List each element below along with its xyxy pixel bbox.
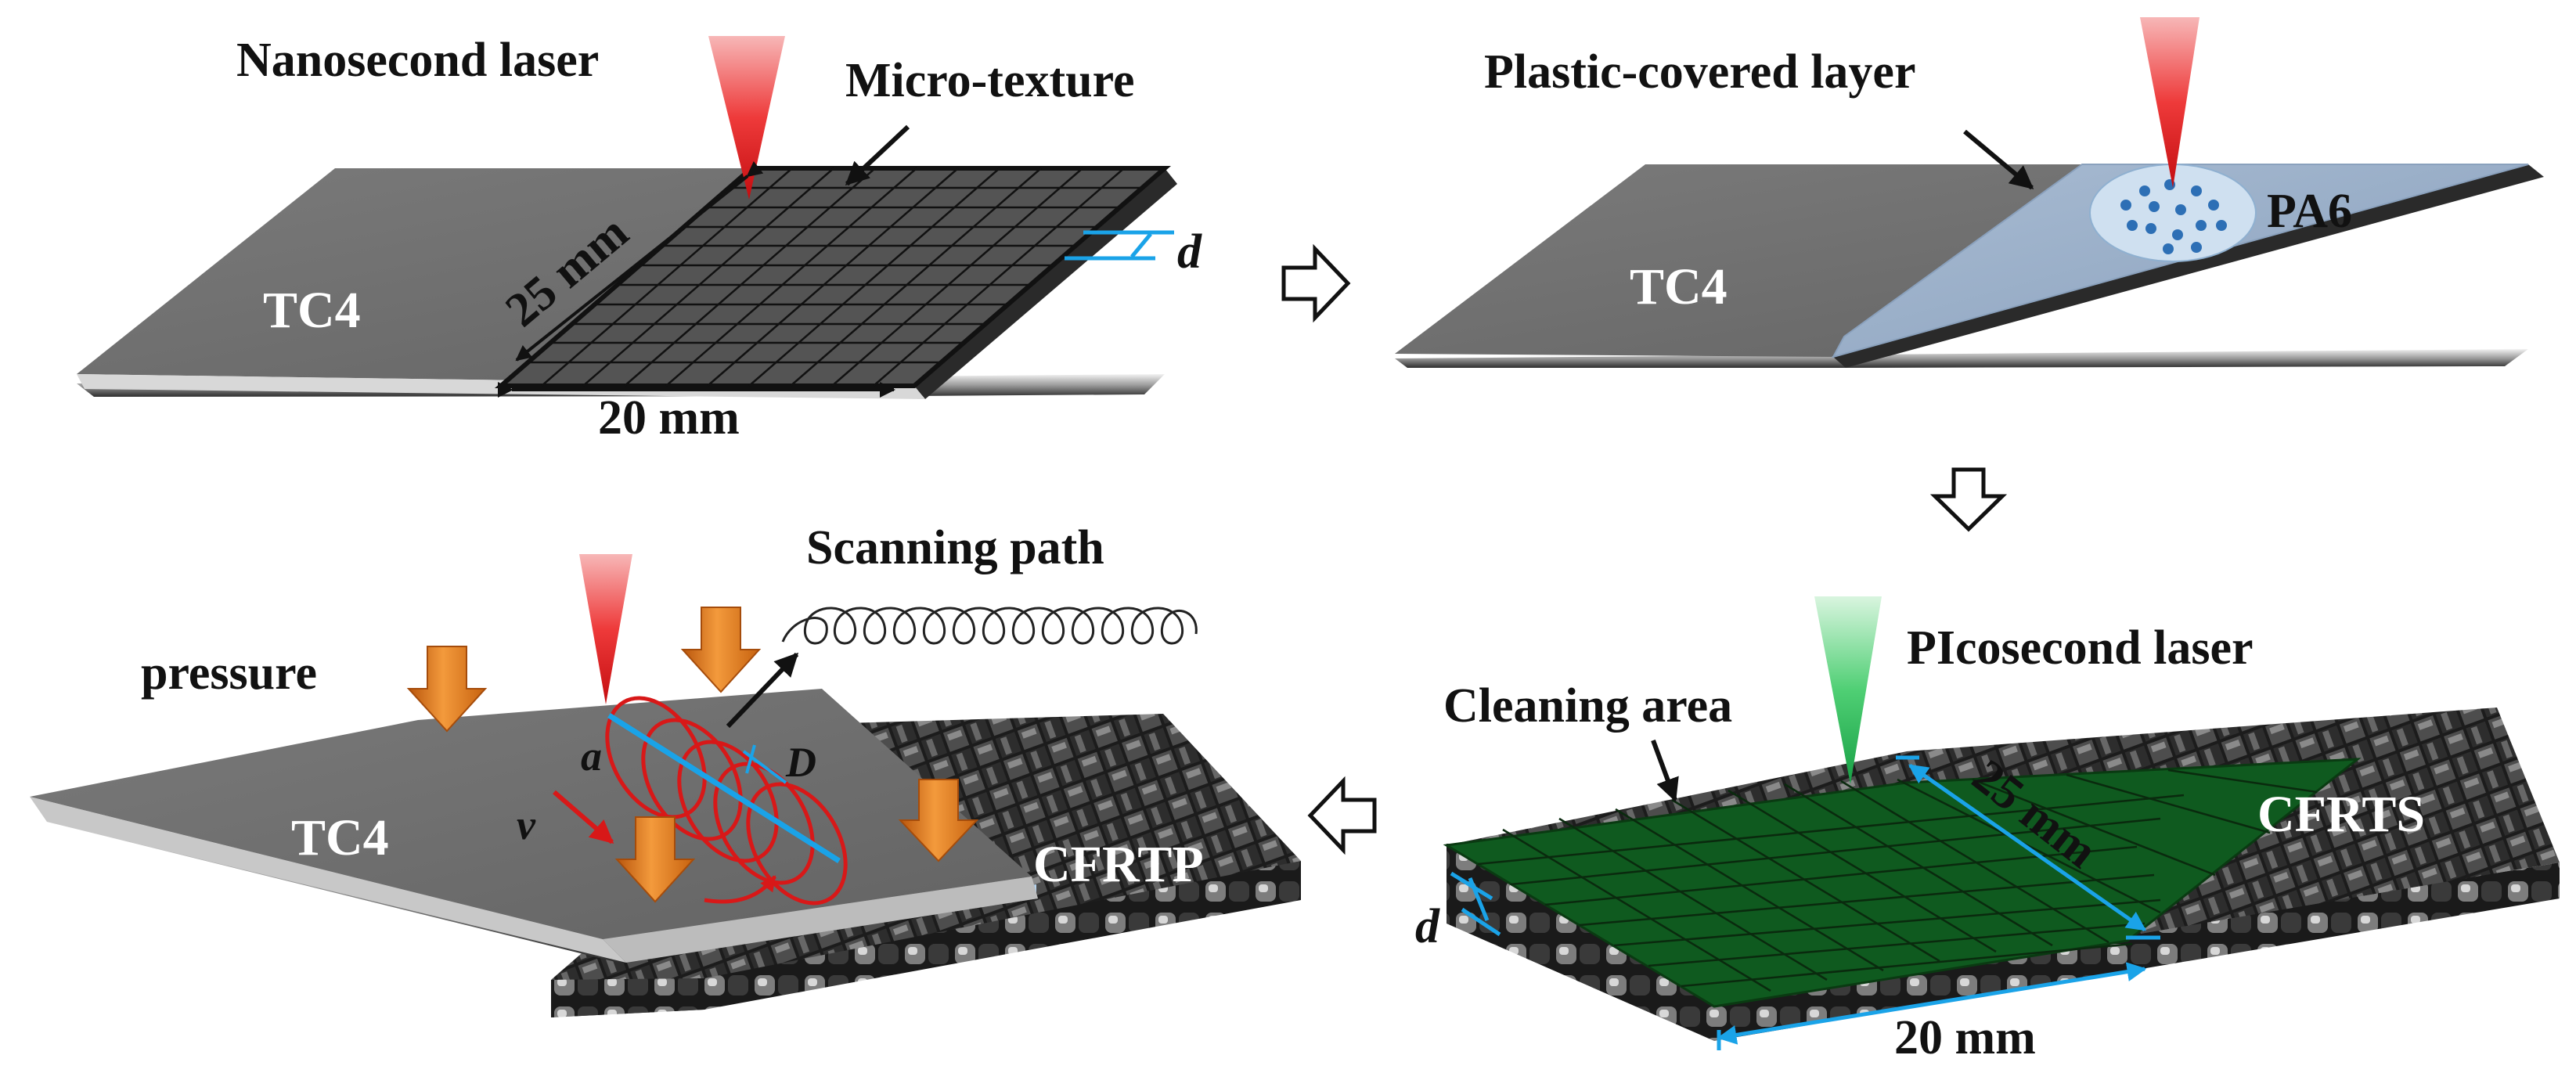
scanning-path-coil [781,607,1198,645]
scanning-path-label: Scanning path [806,521,1104,574]
micro-texture-arrow [845,124,910,186]
pressure-arrow-icon [680,607,762,693]
panel-picosecond-cleaning: PIcosecond laser Cleaning area CFRTS 25 … [1415,596,2560,1064]
pa6-label: PA6 [2267,185,2352,238]
tc4-plate [30,689,1038,963]
micro-texture-label: Micro-texture [845,54,1135,107]
pressure-label: pressure [141,646,317,700]
depth-label: d [1415,900,1440,953]
panel-nanosecond-texturing: Nanosecond laser Micro-texture TC4 25 mm… [77,34,1202,445]
pressure-arrow-icon [898,779,979,862]
scanning-axis [607,713,841,863]
pressure-arrow-icon [406,646,488,733]
d-label: D [785,739,816,786]
plastic-covered-layer-label: Plastic-covered layer [1484,45,1915,99]
width-label-20mm: 20 mm [598,391,740,445]
scanning-path-arrow [726,652,799,729]
dimension-25mm [1896,755,2160,940]
plastic-layer-arrow [1963,129,2034,190]
dimension-20mm [1717,962,2147,1050]
velocity-arrow [553,790,614,844]
laser-beam [2140,17,2200,188]
scanning-spiral [605,696,848,906]
plate-label-tc4: TC4 [1630,258,1728,315]
picosecond-laser-label: PIcosecond laser [1907,621,2254,675]
plate-label-cfrts: CFRTS [2257,786,2425,843]
plate-label-tc4: TC4 [291,809,389,866]
arrow-down-icon [1929,467,2008,532]
plate-label-cfrtp: CFRTP [1033,836,1204,893]
dimension-25mm [515,160,764,362]
a-label: a [581,733,602,780]
cleaning-area-arrow [1651,739,1679,802]
scanning-curve-arrow [704,875,776,904]
arrow-right-icon [1281,243,1351,323]
width-label-20mm: 20 mm [1894,1011,2036,1064]
laser-beam [579,554,632,704]
d-dimension [742,744,787,784]
picosecond-laser-beam [1814,596,1882,784]
plate-label-tc4: TC4 [263,282,361,339]
panel-laser-joining: Scanning path pressure TC4 CFRTP a D v [30,521,1301,1017]
depth-label: d [1177,225,1202,279]
v-label: v [517,801,536,848]
pressure-arrow-icon [614,816,696,903]
cleaning-area-label: Cleaning area [1443,679,1732,733]
depth-indicator [1065,230,1174,261]
depth-indicator [1450,871,1501,937]
panel-plastic-covering: Plastic-covered layer TC4 PA6 [1395,17,2544,368]
nanosecond-laser-beam [708,36,785,200]
pa6-particles [2120,179,2227,254]
arrow-left-icon [1307,776,1377,855]
nanosecond-laser-label: Nanosecond laser [236,34,599,87]
